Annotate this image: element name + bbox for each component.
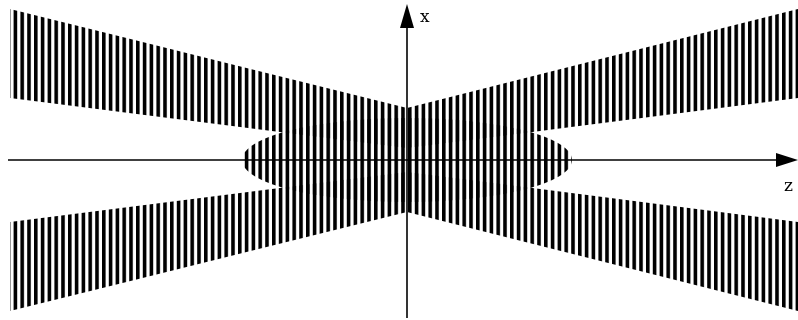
beams-group (10, 9, 798, 311)
axes-group: x z (8, 4, 798, 318)
beam-lower-left (10, 172, 407, 311)
beam-upper-right (407, 9, 798, 148)
beam-upper-left (10, 9, 407, 148)
vertical-axis-arrowhead (400, 4, 414, 28)
horizontal-axis-label: z (784, 176, 793, 196)
horizontal-axis-arrowhead (776, 153, 798, 167)
vertical-axis-label: x (420, 7, 430, 27)
beam-lower-right (407, 172, 798, 311)
